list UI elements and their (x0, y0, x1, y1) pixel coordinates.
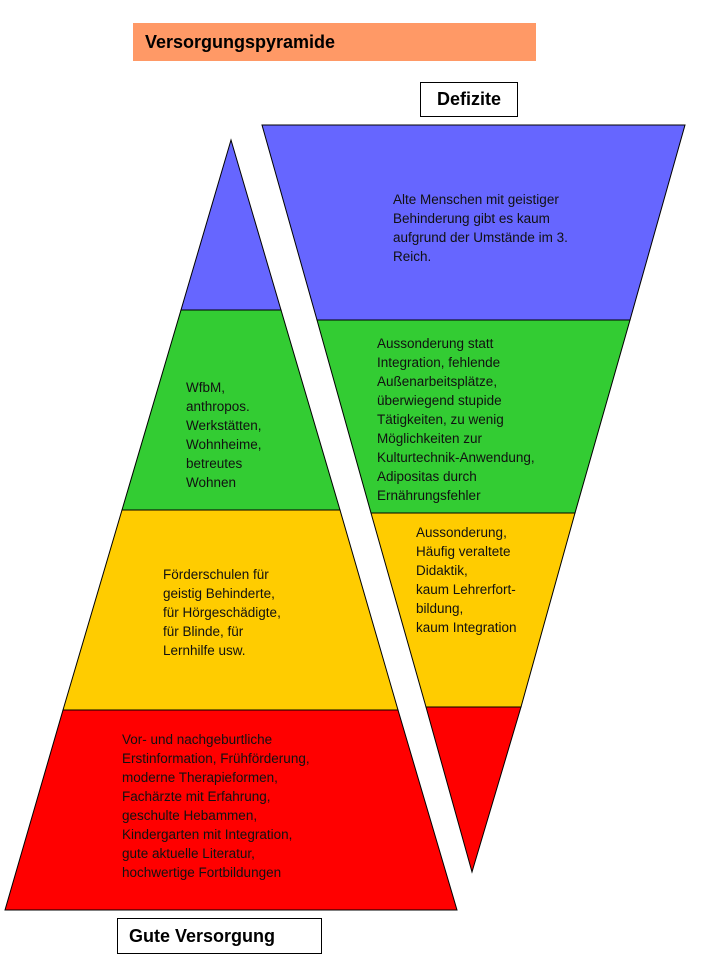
left-green-text: WfbM, anthropos. Werkstätten, Wohnheime,… (186, 380, 262, 490)
gute-versorgung-label: Gute Versorgung (129, 925, 276, 946)
right-green-text: Aussonderung statt Integration, fehlende… (377, 336, 535, 503)
title: Versorgungspyramide (145, 31, 336, 52)
right-blue-text: Alte Menschen mit geistiger Behinderung … (393, 192, 568, 264)
defizite-label-box: Defizite (420, 82, 518, 117)
left-yellow-text: Förderschulen für geistig Behinderte, fü… (163, 567, 281, 658)
gute-versorgung-label-box: Gute Versorgung (117, 918, 322, 954)
defizite-label: Defizite (436, 89, 501, 109)
left-blue-band (180, 138, 282, 311)
left-red-text: Vor- und nachgeburtliche Erstinformation… (122, 732, 310, 880)
left-red-band (4, 709, 458, 911)
right-yellow-text: Aussonderung, Häufig veraltete Didaktik,… (416, 525, 517, 635)
title-box: Versorgungspyramide (133, 23, 536, 61)
right-red-band (425, 706, 522, 874)
